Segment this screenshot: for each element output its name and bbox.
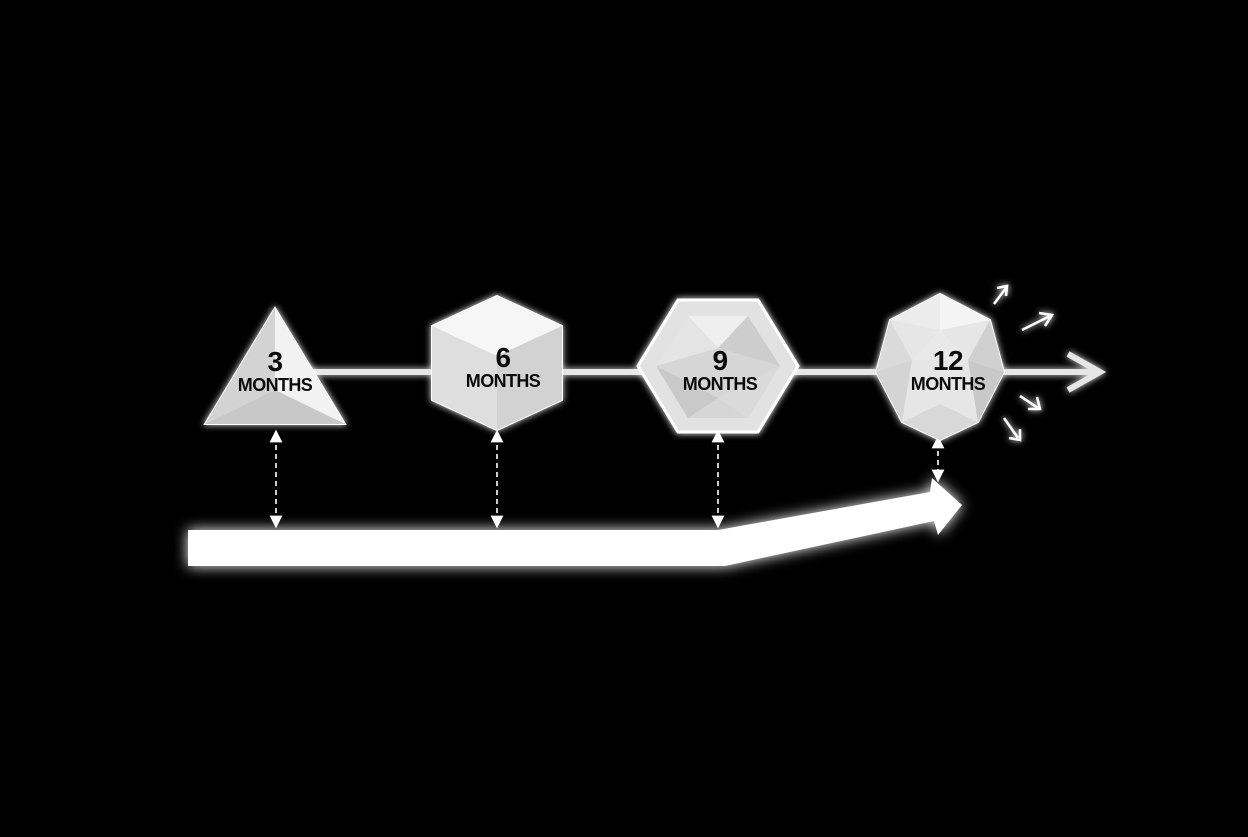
progress-arrow-body: [188, 478, 962, 566]
milestone-number: 3: [267, 346, 283, 377]
milestone-label-9-months: 9 MONTHS: [682, 345, 758, 394]
icosahedron-icon: [874, 292, 1006, 442]
milestone-label-6-months: 6 MONTHS: [465, 342, 541, 391]
milestone-number: 12: [932, 345, 964, 376]
milestone-label-12-months: 12 MONTHS: [910, 345, 986, 394]
outgoing-arrows: [992, 284, 1055, 442]
milestone-unit: MONTHS: [237, 375, 313, 395]
arrow-down-right-icon: [1002, 417, 1022, 442]
milestone-unit: MONTHS: [465, 371, 541, 391]
milestone-unit: MONTHS: [682, 374, 758, 394]
dashed-connectors: [269, 429, 945, 529]
arrow-down-right-icon: [1019, 394, 1042, 411]
hexagon-icon: [636, 298, 800, 434]
progress-arrow: [188, 478, 962, 566]
milestone-label-3-months: 3 MONTHS: [237, 346, 313, 395]
arrow-up-right-icon: [992, 284, 1009, 305]
timeline-arrowhead: [1066, 351, 1107, 393]
milestone-number: 6: [495, 342, 511, 373]
milestone-number: 9: [712, 345, 728, 376]
milestone-unit: MONTHS: [910, 374, 986, 394]
triangle-icon: [203, 306, 347, 425]
cube-icon: [431, 294, 563, 432]
arrow-up-right-icon: [1021, 311, 1055, 332]
